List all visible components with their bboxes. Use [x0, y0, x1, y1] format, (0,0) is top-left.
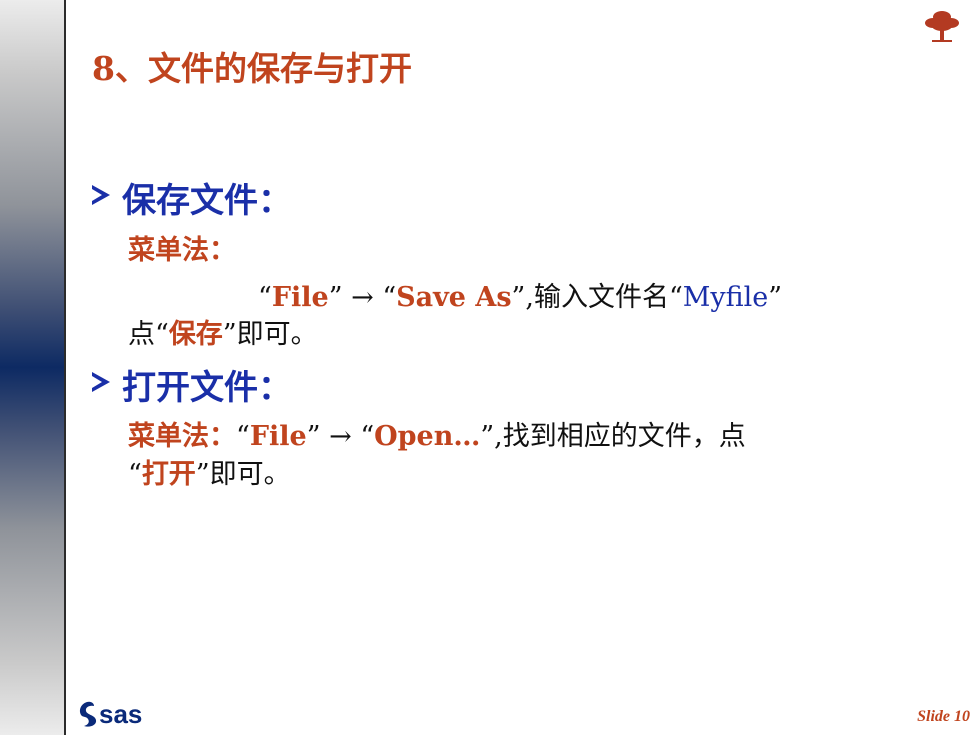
bullet-save-file: 保存文件：: [92, 173, 292, 222]
save-instruction-line-1: “File” → “Save As”,输入文件名“Myfile”: [258, 275, 782, 314]
slide-sidebar: [0, 0, 66, 735]
slide-number: Slide 10: [917, 708, 970, 725]
bullet-heading-save: 保存文件：: [122, 181, 292, 221]
quote-close: ”: [195, 459, 210, 490]
quote-close: ”: [480, 421, 495, 452]
filename-text: Myfile: [682, 282, 769, 313]
menu-file-label: File: [271, 282, 329, 313]
save-instruction-line-2: 点“保存”即可。: [128, 312, 318, 351]
slide-title: 8、文件的保存与打开: [92, 49, 412, 88]
instruction-text: ,输入文件名: [525, 282, 669, 313]
quote-open: “: [668, 282, 683, 313]
quote-open: “: [360, 421, 375, 452]
quote-close: ”: [222, 319, 237, 350]
menu-open-label: Open…: [374, 421, 481, 452]
menu-arrow-icon: →: [329, 421, 352, 452]
instruction-suffix: 即可。: [209, 459, 291, 490]
quote-open: “: [258, 282, 272, 313]
menu-save-as-label: Save As: [396, 282, 512, 313]
sas-logo: sas: [79, 699, 142, 729]
method-label-save: 菜单法：: [128, 228, 236, 267]
method-label: 菜单法：: [128, 421, 236, 452]
instruction-text: ,找到相应的文件，点: [494, 421, 746, 452]
menu-arrow-icon: →: [351, 282, 374, 313]
bullet-open-file: 打开文件：: [92, 360, 292, 409]
instruction-prefix: 点: [128, 319, 155, 350]
bullet-arrow-icon: [92, 184, 110, 205]
method-label: 菜单法：: [128, 235, 236, 266]
quote-close: ”: [306, 421, 321, 452]
open-button-label: 打开: [141, 459, 196, 490]
sas-brand-text: sas: [99, 699, 142, 729]
bullet-arrow-icon: [92, 371, 110, 392]
quote-close: ”: [768, 282, 783, 313]
quote-open: “: [236, 421, 250, 452]
quote-open: “: [155, 319, 169, 350]
tree-logo-icon: [925, 11, 959, 42]
save-button-label: 保存: [168, 319, 223, 350]
open-instruction-line-1: 菜单法：“File” → “Open…”,找到相应的文件，点: [128, 414, 746, 453]
quote-close: ”: [511, 282, 526, 313]
quote-open: “: [382, 282, 397, 313]
bullet-heading-open: 打开文件：: [122, 368, 292, 408]
open-instruction-line-2: “打开”即可。: [128, 452, 291, 491]
menu-file-label: File: [249, 421, 307, 452]
quote-close: ”: [328, 282, 343, 313]
instruction-suffix: 即可。: [236, 319, 318, 350]
quote-open: “: [128, 459, 142, 490]
